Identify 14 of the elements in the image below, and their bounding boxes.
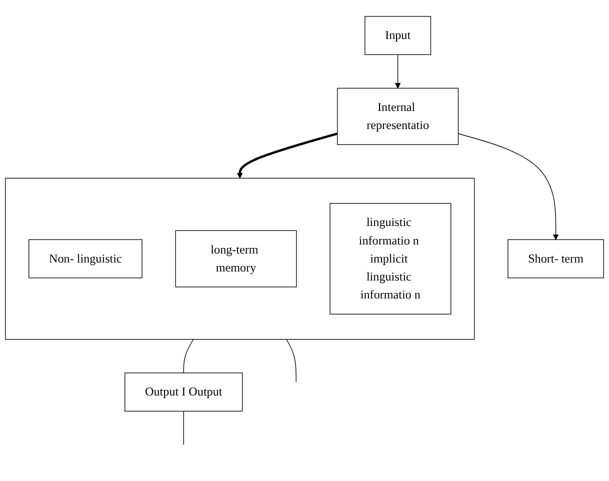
connector: [183, 338, 194, 374]
arrow: [394, 54, 401, 88]
node-box: Non- linguistic: [28, 239, 142, 278]
node-box: linguistic informatio n implicit linguistic informatio n: [330, 202, 452, 314]
arrow: [458, 133, 559, 240]
arrow: [236, 132, 338, 178]
connector: [183, 410, 184, 445]
node-box: Internal representatio: [337, 88, 459, 145]
connector: [286, 338, 296, 382]
cluster: [5, 178, 475, 340]
node-box: long-term memory: [175, 230, 297, 288]
node-box: Short- term: [508, 239, 604, 278]
node-box: Input: [364, 16, 432, 55]
node-box: Output I Output: [124, 372, 243, 412]
